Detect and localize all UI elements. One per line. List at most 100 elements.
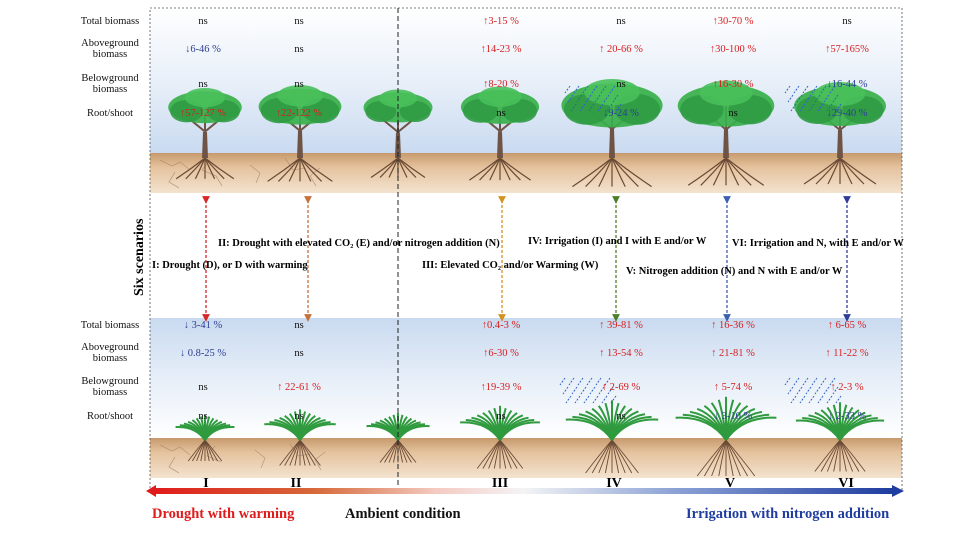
gradient-bar <box>154 488 892 494</box>
grass-value-r2-s2: ns <box>294 348 304 359</box>
footer-right-label: Irrigation with nitrogen addition <box>686 506 890 522</box>
rain-layer <box>559 85 842 404</box>
scenario-numeral-1: I <box>203 476 209 491</box>
scenario-text-3: III: Elevated CO₂ and/or Warming (W) <box>422 260 599 271</box>
tree-panel-soil <box>150 153 902 193</box>
tree-6 <box>677 80 775 186</box>
grass-5 <box>565 400 659 474</box>
grass-value-r3-s1: ns <box>198 382 208 393</box>
tree-value-r4-s5: ns <box>728 108 738 119</box>
tree-row-label-total: Total biomass <box>80 16 140 27</box>
scenario-text-1: I: Drought (D), or D with warming <box>152 260 308 271</box>
tree-value-r1-s5: ↑30-70 % <box>712 16 754 27</box>
grass-value-r3-s4: ↑ 2-69 % <box>601 382 641 393</box>
scenario-text-2: II: Drought with elevated CO₂ (E) and/or… <box>218 238 500 249</box>
footer-left-label: Drought with warming <box>152 506 295 522</box>
tree-row-label-rootshoot: Root/shoot <box>86 108 134 119</box>
grass-value-r2-s1: ↓ 0.8-25 % <box>179 348 227 359</box>
scenario-numeral-6: VI <box>838 476 854 491</box>
tree-value-r4-s4: ↓9-24 % <box>603 108 639 119</box>
scenario-text-4: IV: Irrigation (I) and I with E and/or W <box>528 236 707 247</box>
tree-7 <box>794 82 886 185</box>
tree-value-r2-s1: ↓6-46 % <box>185 44 221 55</box>
tree-value-r3-s5: ↑16-30 % <box>712 79 754 90</box>
tree-value-r3-s6: ↓16-44 % <box>826 79 868 90</box>
scenario-text-6: VI: Irrigation and N, with E and/or W <box>732 238 904 249</box>
grass-value-r2-s5: ↑ 21-81 % <box>711 348 755 359</box>
grass-value-r3-s3: ↑19-39 % <box>480 382 522 393</box>
tree-row-label-below-text: Belowground biomass <box>81 73 139 95</box>
tree-value-r2-s6: ↑57-165% <box>825 44 869 55</box>
cracked-soil-top <box>159 157 321 189</box>
tree-value-r4-s2: ↑22-122 % <box>275 108 323 119</box>
tree-2 <box>258 85 342 182</box>
grass-value-r4-s1: ns <box>198 411 208 422</box>
tree-value-r1-s6: ns <box>842 16 852 27</box>
grass-value-r1-s5: ↑ 16-36 % <box>711 320 755 331</box>
grass-6 <box>675 396 777 477</box>
scenario-side-label: Six scenarios <box>132 218 147 296</box>
grass-value-r2-s3: ↑6-30 % <box>483 348 519 359</box>
grass-value-r1-s3: ↑0.4-3 % <box>481 320 521 331</box>
scenario-arrows <box>202 196 851 322</box>
tree-value-r3-s3: ↑8-20 % <box>483 79 519 90</box>
tree-row-label-above: Aboveground biomass <box>55 38 165 60</box>
gradient-arrow-left-head <box>146 485 156 497</box>
grass-value-r3-s5: ↑ 5-74 % <box>713 382 753 393</box>
grass-4 <box>460 405 540 469</box>
tree-value-r1-s1: ns <box>198 16 208 27</box>
grass-row-label-above-text: Aboveground biomass <box>81 342 139 364</box>
tree-value-r4-s3: ns <box>496 108 506 119</box>
tree-row-label-below: Belowground biomass <box>55 73 165 95</box>
grass-panel-soil <box>150 438 902 478</box>
tree-value-r2-s3: ↑14-23 % <box>480 44 522 55</box>
tree-value-r1-s2: ns <box>294 16 304 27</box>
tree-4 <box>460 86 540 181</box>
tree-value-r4-s1: ↑57-127 % <box>179 108 227 119</box>
scenario-numeral-3: III <box>491 476 509 491</box>
tree-panel-sky <box>150 8 902 153</box>
grass-row-label-below-text: Belowground biomass <box>81 376 139 398</box>
tree-value-r3-s1: ns <box>198 79 208 90</box>
grass-value-r1-s4: ↑ 39-81 % <box>599 320 643 331</box>
tree-5 <box>561 79 663 188</box>
tree-1 <box>168 88 242 180</box>
grass-value-r4-s3: ns <box>496 411 506 422</box>
tree-value-r3-s4: ns <box>616 79 626 90</box>
scenario-numeral-2: II <box>290 476 302 491</box>
tree-value-r4-s6: ↓29-40 % <box>826 108 868 119</box>
grass-row-label-below: Belowground biomass <box>55 376 165 398</box>
tree-value-r1-s4: ns <box>616 16 626 27</box>
gradient-arrow-right-head <box>892 485 904 497</box>
grass-1 <box>175 414 235 462</box>
tree-value-r2-s2: ns <box>294 44 304 55</box>
tree-value-r2-s4: ↑ 20-66 % <box>599 44 643 55</box>
scenario-text-5: V: Nitrogen addition (N) and N with E an… <box>626 266 843 277</box>
tree-value-r3-s2: ns <box>294 79 304 90</box>
grass-value-r4-s6: ↓ 2-33 % <box>827 411 867 422</box>
grass-value-r2-s6: ↑ 11-22 % <box>825 348 869 359</box>
grass-row-label-rootshoot: Root/shoot <box>86 411 134 422</box>
grass-value-r3-s6: ↑ 2-3 % <box>830 382 864 393</box>
trees-layer <box>168 79 886 188</box>
tree-value-r1-s3: ↑3-15 % <box>483 16 519 27</box>
grass-row-label-total: Total biomass <box>80 320 140 331</box>
scenario-numeral-5: V <box>724 476 736 491</box>
grass-value-r4-s4: ns <box>616 411 626 422</box>
grass-value-r3-s2: ↑ 22-61 % <box>277 382 321 393</box>
tree-row-label-above-text: Aboveground biomass <box>81 38 139 60</box>
grass-2 <box>264 409 336 466</box>
tree-value-r2-s5: ↑30-100 % <box>709 44 757 55</box>
footer-center-label: Ambient condition <box>345 506 461 522</box>
grass-7 <box>795 402 885 472</box>
scenario-numeral-4: IV <box>606 476 622 491</box>
grass-value-r1-s1: ↓ 3-41 % <box>183 320 223 331</box>
grass-value-r1-s6: ↑ 6-65 % <box>827 320 867 331</box>
grasses-layer <box>175 396 885 477</box>
grass-row-label-above: Aboveground biomass <box>55 342 165 364</box>
grass-value-r4-s5: ↓ 3-10 % <box>713 411 753 422</box>
cracked-soil-bottom <box>159 443 326 474</box>
grass-value-r1-s2: ns <box>294 320 304 331</box>
